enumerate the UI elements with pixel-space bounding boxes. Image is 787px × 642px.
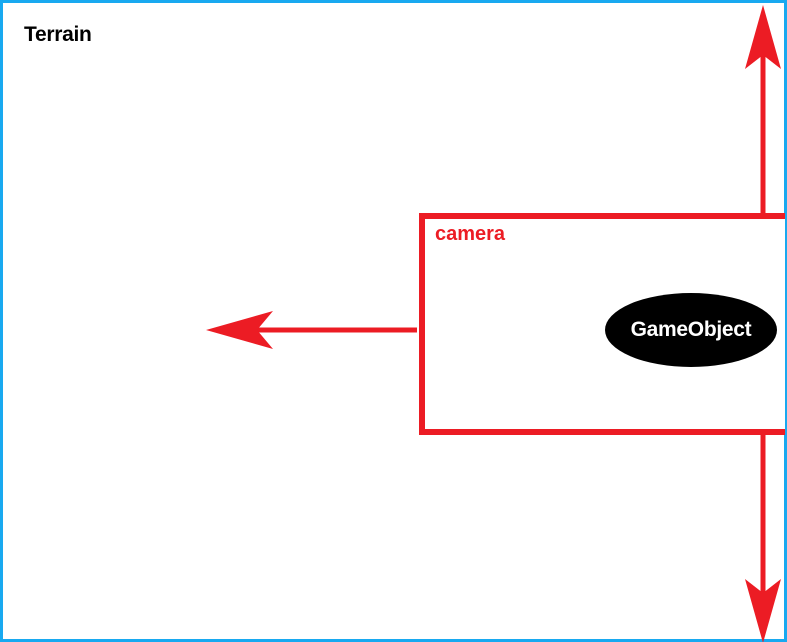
game-object-label: GameObject [630, 318, 752, 341]
game-object-ellipse: GameObject [605, 293, 777, 367]
arrow-up [745, 5, 781, 215]
movement-arrows [206, 5, 781, 642]
arrow-left [206, 311, 417, 349]
camera-label: camera [435, 223, 506, 245]
arrow-down [745, 433, 781, 642]
terrain-label: Terrain [24, 23, 92, 46]
camera-viewport: camera GameObject [419, 213, 785, 435]
